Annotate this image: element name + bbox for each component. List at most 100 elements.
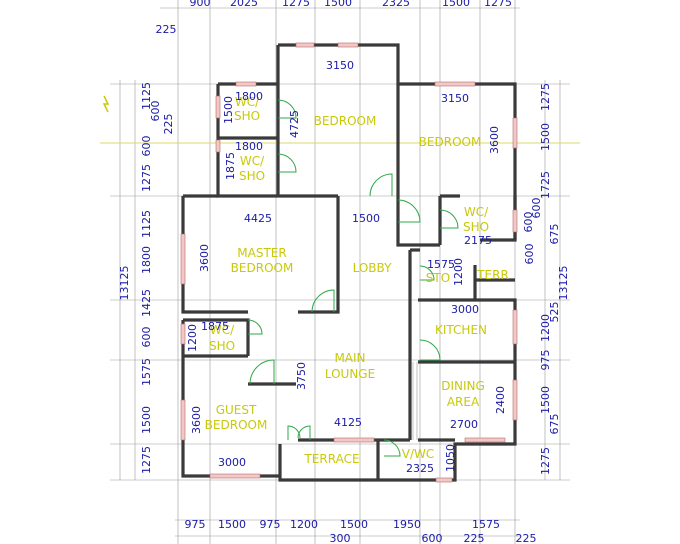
dimension-label: 1200 (452, 258, 465, 286)
dimension-label: 1800 (235, 90, 263, 103)
room-label-terrace: TERRACE (303, 452, 359, 466)
door-swing (249, 359, 275, 385)
door-swing (277, 99, 297, 119)
room-label-wc: WC/ (464, 205, 489, 219)
window (337, 42, 359, 48)
dimension-label: 600 (523, 244, 536, 265)
room-label-wc: SHO (239, 169, 265, 183)
dimension-label: 3600 (488, 126, 501, 154)
dimension-label: 2325 (406, 462, 434, 475)
dimension-label: 3600 (190, 406, 203, 434)
dimension-label: 600 (140, 327, 153, 348)
dimension-label: 225 (516, 532, 537, 544)
room-label-wc: SHO (234, 109, 260, 123)
north-arrow-icon (102, 95, 110, 113)
dimension-label: 675 (548, 224, 561, 245)
window (512, 209, 518, 233)
dimension-label: 1800 (235, 140, 263, 153)
room-label-master-bedroom: MASTER (237, 246, 286, 260)
dimension-label: 1500 (140, 406, 153, 434)
dimension-label: 1500 (222, 96, 235, 124)
dimension-label: 600 (530, 198, 543, 219)
dimension-label: 975 (185, 518, 206, 531)
dimension-label: 975 (260, 518, 281, 531)
dimension-label: 1275 (140, 446, 153, 474)
dimension-label: 2025 (230, 0, 258, 9)
dimension-label: 1500 (340, 518, 368, 531)
dimension-label: 525 (548, 302, 561, 323)
room-label-bedroom: BEDROOM (419, 135, 482, 149)
room-label-main-lounge: MAIN (334, 351, 365, 365)
dimension-label: 675 (548, 414, 561, 435)
window (180, 323, 186, 345)
room-label-dining-area: AREA (447, 395, 480, 409)
door-swing (369, 173, 393, 197)
dimension-right: 1275 1500 1725 600 675 600 525 1200 975 … (523, 83, 570, 475)
room-label-wc: SHO (463, 220, 489, 234)
dimension-label: 1500 (352, 212, 380, 225)
dimension-label: 1275 (539, 447, 552, 475)
dimension-label: 2700 (450, 418, 478, 431)
room-label-guest-bedroom: BEDROOM (205, 418, 268, 432)
dimension-label: 1275 (282, 0, 310, 9)
dimension-label: 3150 (441, 92, 469, 105)
dimension-label: 1125 (140, 82, 153, 110)
dimension-label: 1200 (539, 314, 552, 342)
dimension-label: 1500 (442, 0, 470, 9)
room-label-wc: WC/ (240, 154, 265, 168)
door-swing (277, 153, 297, 173)
door-swing (383, 439, 401, 457)
room-label-wc: SHO (209, 339, 235, 353)
dimension-label: 1500 (539, 386, 552, 414)
dimension-label: 600 (522, 212, 535, 233)
window (464, 437, 506, 443)
dimension-top: 900 2025 1275 1500 2325 1500 1275 225 (156, 0, 513, 36)
dimension-label: 1275 (539, 83, 552, 111)
dimension-label: 3150 (326, 59, 354, 72)
dimension-label: 1275 (484, 0, 512, 9)
dimension-label: 1050 (444, 444, 457, 472)
room-label-dining-area: DINING (441, 379, 485, 393)
dimension-label: 1275 (140, 164, 153, 192)
window (295, 42, 315, 48)
dimension-label: 1950 (393, 518, 421, 531)
dimension-label: 600 (149, 101, 162, 122)
dimension-label: 1800 (140, 246, 153, 274)
window (512, 379, 518, 421)
dimension-label: 225 (156, 23, 177, 36)
dimension-label: 1500 (324, 0, 352, 9)
doors (247, 99, 459, 457)
room-label-master-bedroom: BEDROOM (231, 261, 294, 275)
dimension-label: 1125 (140, 210, 153, 238)
room-label-lobby: LOBBY (353, 261, 393, 275)
dimension-label: 1875 (201, 320, 229, 333)
door-swing (419, 265, 435, 281)
dimension-label: 225 (464, 532, 485, 544)
dimension-label: 300 (330, 532, 351, 544)
dimension-label: 975 (539, 350, 552, 371)
door-swing (287, 425, 301, 440)
dimension-label: 3000 (218, 456, 246, 469)
dimension-guides (110, 0, 570, 544)
dimension-label: 1725 (539, 171, 552, 199)
room-label-kitchen: KITCHEN (435, 323, 487, 337)
dimension-label: 4125 (334, 416, 362, 429)
dimension-label: 1425 (140, 289, 153, 317)
dimension-label: 1575 (140, 358, 153, 386)
window (435, 477, 453, 483)
dimension-label: 4725 (288, 110, 301, 138)
dimension-label: 1500 (539, 123, 552, 151)
dimension-label: 3600 (198, 244, 211, 272)
door-swing (439, 209, 459, 229)
dimension-label: 1575 (427, 258, 455, 271)
dimension-label: 1200 (186, 324, 199, 352)
dimension-label: 3000 (451, 303, 479, 316)
dimension-label: 2325 (382, 0, 410, 9)
room-label-store: STO (426, 271, 450, 285)
dimension-label: 900 (190, 0, 211, 9)
window (215, 139, 221, 153)
dimension-label: 3750 (295, 362, 308, 390)
window (180, 233, 186, 285)
room-label-bedroom: BEDROOM (314, 114, 377, 128)
